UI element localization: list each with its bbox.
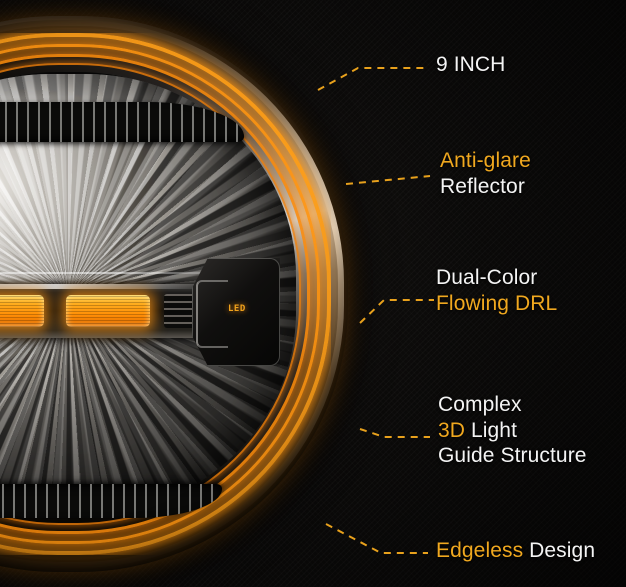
callout-light-guide-line-3: Guide Structure bbox=[438, 443, 587, 469]
callout-light-guide-text-2: Light bbox=[465, 418, 518, 442]
callout-edgeless: Edgeless Design bbox=[436, 538, 595, 564]
callout-size: 9 INCH bbox=[436, 52, 505, 78]
center-bar-highlight bbox=[0, 284, 208, 289]
callout-light-guide-line-2: 3D Light bbox=[438, 418, 587, 444]
callout-drl-line-1: Dual-Color bbox=[436, 265, 557, 291]
amber-led-module-2 bbox=[0, 295, 44, 327]
callout-drl-text-accent: Flowing DRL bbox=[436, 291, 558, 315]
callout-drl-line-2: Flowing DRL bbox=[436, 291, 557, 317]
headlight-product-image: LED bbox=[0, 16, 348, 572]
leader-line-light-guide bbox=[359, 428, 430, 438]
callout-reflector-text-accent: Anti-glare bbox=[440, 149, 531, 172]
callout-light-guide-text-1: Complex bbox=[438, 393, 522, 416]
leader-line-drl bbox=[359, 299, 434, 324]
callout-edgeless-line-1: Edgeless Design bbox=[436, 538, 595, 564]
callout-size-text: 9 INCH bbox=[436, 53, 506, 76]
amber-led-module-3 bbox=[66, 295, 150, 327]
led-badge-plate: LED bbox=[192, 258, 280, 366]
callout-reflector: Anti-glare Reflector bbox=[440, 148, 531, 199]
vent-teeth-bottom bbox=[0, 484, 222, 518]
led-badge-text: LED bbox=[228, 304, 246, 314]
callout-light-guide-text-3: Guide Structure bbox=[438, 444, 587, 468]
callout-edgeless-text-accent: Edgeless bbox=[436, 539, 524, 562]
callout-light-guide: Complex 3D Light Guide Structure bbox=[438, 392, 587, 469]
leader-line-reflector bbox=[345, 175, 431, 185]
callout-reflector-text: Reflector bbox=[440, 174, 525, 198]
callout-size-line-1: 9 INCH bbox=[436, 52, 505, 78]
reflector-seam-line bbox=[0, 272, 296, 274]
callout-drl-text: Dual-Color bbox=[436, 266, 538, 289]
callout-light-guide-text-accent: 3D bbox=[438, 418, 466, 442]
vent-teeth-top bbox=[0, 102, 244, 142]
callout-edgeless-text: Design bbox=[523, 539, 596, 562]
callout-reflector-line-1: Anti-glare bbox=[440, 148, 531, 174]
vent-comb-top bbox=[0, 102, 244, 142]
callout-drl: Dual-Color Flowing DRL bbox=[436, 265, 557, 316]
badge-chevron-accent bbox=[196, 280, 228, 348]
vent-comb-bottom bbox=[0, 484, 222, 518]
callout-reflector-line-2: Reflector bbox=[440, 174, 531, 200]
callout-light-guide-line-1: Complex bbox=[438, 392, 587, 418]
center-light-bar bbox=[0, 284, 222, 338]
